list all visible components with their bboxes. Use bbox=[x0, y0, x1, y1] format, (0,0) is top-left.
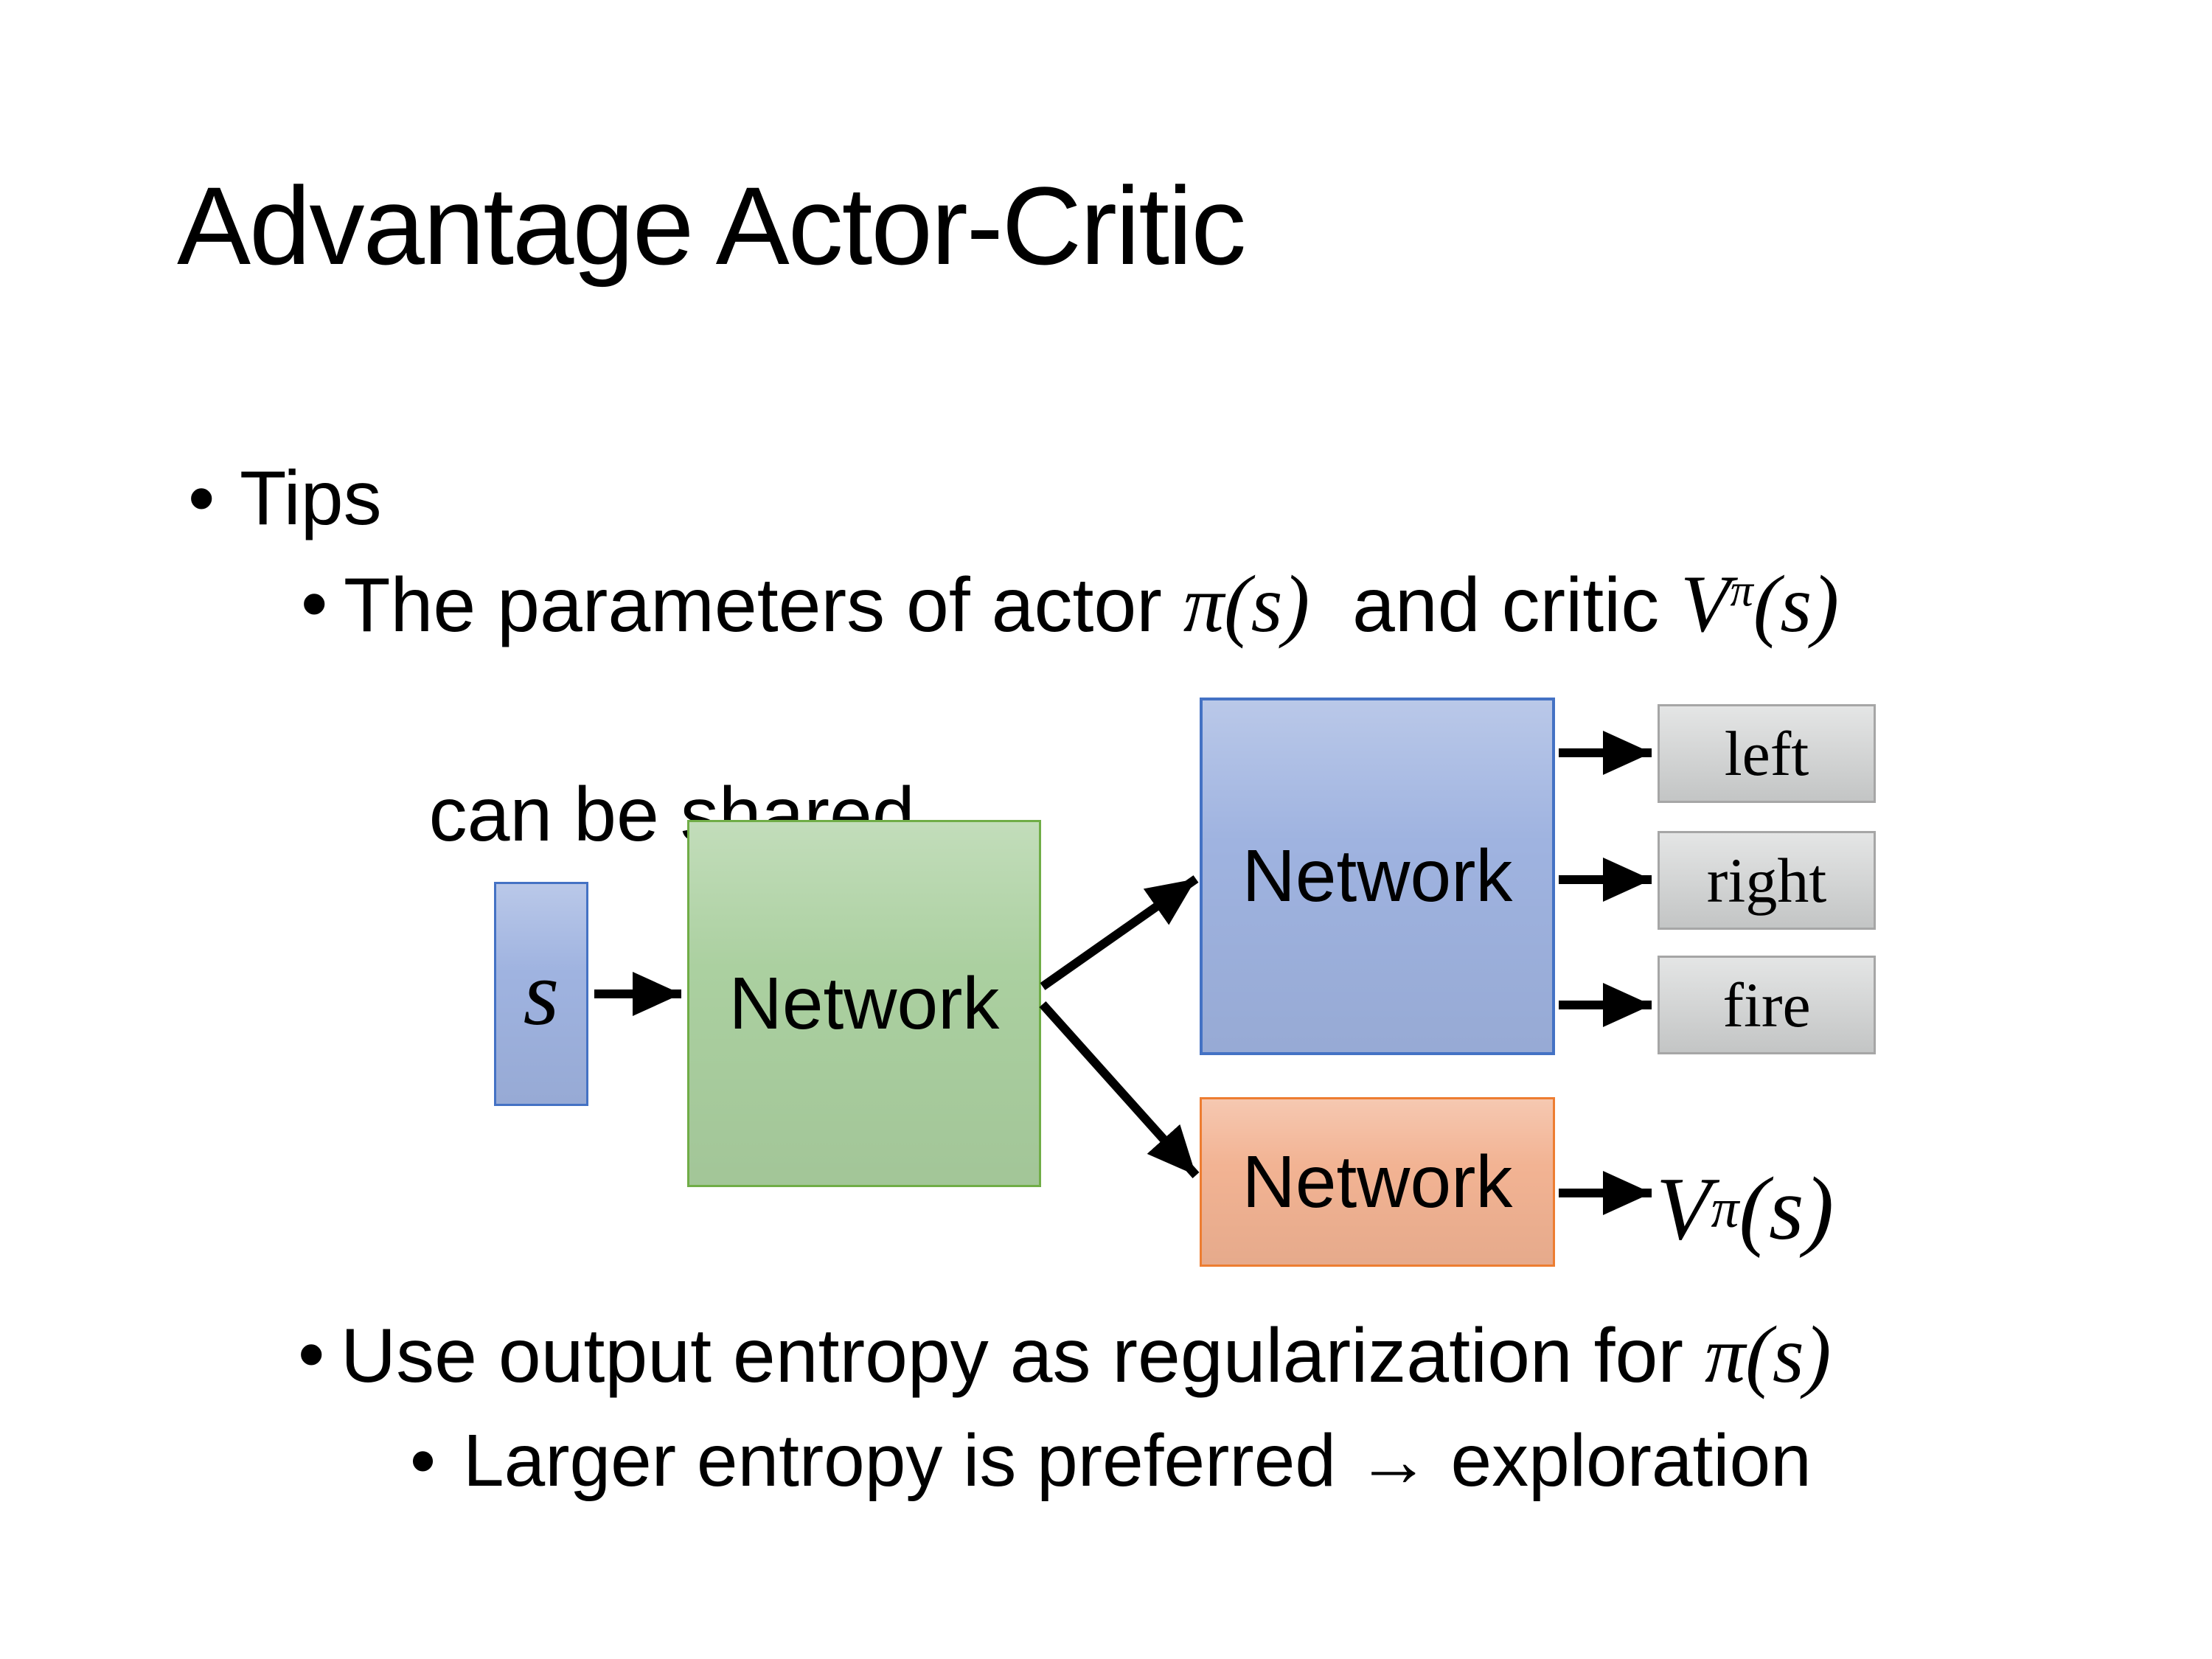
critic-args-math: (s) bbox=[1753, 559, 1840, 649]
state-input-box: s bbox=[494, 882, 588, 1106]
bullet-exploration-text: Larger entropy is preferred → exploratio… bbox=[463, 1419, 1812, 1502]
bullet-params-shared: • The parameters of actor π(s) and criti… bbox=[301, 552, 1839, 867]
critic-v-math: V bbox=[1680, 559, 1731, 649]
critic-network-box: Network bbox=[1200, 1097, 1555, 1267]
action-label-fire: fire bbox=[1722, 970, 1811, 1040]
action-box-left: left bbox=[1658, 704, 1876, 803]
shared-network-label: Network bbox=[728, 961, 1000, 1045]
bullet-exploration: • Larger entropy is preferred → explorat… bbox=[410, 1408, 1812, 1513]
entropy-pi-s-math: π(s) bbox=[1704, 1310, 1832, 1399]
page-title: Advantage Actor-Critic bbox=[177, 164, 1246, 288]
action-box-right: right bbox=[1658, 831, 1876, 930]
bullet-marker: • bbox=[298, 1312, 325, 1397]
actor-network-box: Network bbox=[1200, 698, 1555, 1055]
critic-network-label: Network bbox=[1242, 1140, 1513, 1223]
shared-network-box: Network bbox=[687, 820, 1041, 1187]
params-mid-text: and critic bbox=[1310, 563, 1681, 648]
actor-pi-s-math: π(s) bbox=[1183, 559, 1310, 649]
bullet-tips: • Tips bbox=[188, 446, 382, 551]
bullet-entropy-text: Use output entropy as regularization for… bbox=[341, 1302, 1831, 1408]
bullet-marker: • bbox=[188, 456, 215, 541]
action-box-fire: fire bbox=[1658, 956, 1876, 1054]
arrow-shared-to-actor bbox=[1040, 875, 1199, 990]
critic-pi-superscript: π bbox=[1730, 565, 1753, 616]
action-label-left: left bbox=[1724, 718, 1809, 789]
value-v-math: V bbox=[1656, 1159, 1711, 1259]
action-label-right: right bbox=[1706, 845, 1827, 916]
arrow-shared-to-critic bbox=[1039, 1001, 1200, 1179]
bullet-entropy: • Use output entropy as regularization f… bbox=[298, 1302, 1831, 1408]
params-pre-text: The parameters of actor bbox=[344, 563, 1183, 648]
entropy-pre-text: Use output entropy as regularization for bbox=[341, 1313, 1705, 1399]
bullet-params-text: The parameters of actor π(s) and critic … bbox=[344, 552, 1839, 867]
bullet-marker: • bbox=[410, 1419, 437, 1502]
actor-network-label: Network bbox=[1242, 835, 1513, 917]
state-label: s bbox=[523, 942, 560, 1045]
bullet-marker: • bbox=[301, 561, 328, 647]
bullet-tips-text: Tips bbox=[240, 456, 382, 541]
value-args-math: (s) bbox=[1739, 1159, 1834, 1259]
